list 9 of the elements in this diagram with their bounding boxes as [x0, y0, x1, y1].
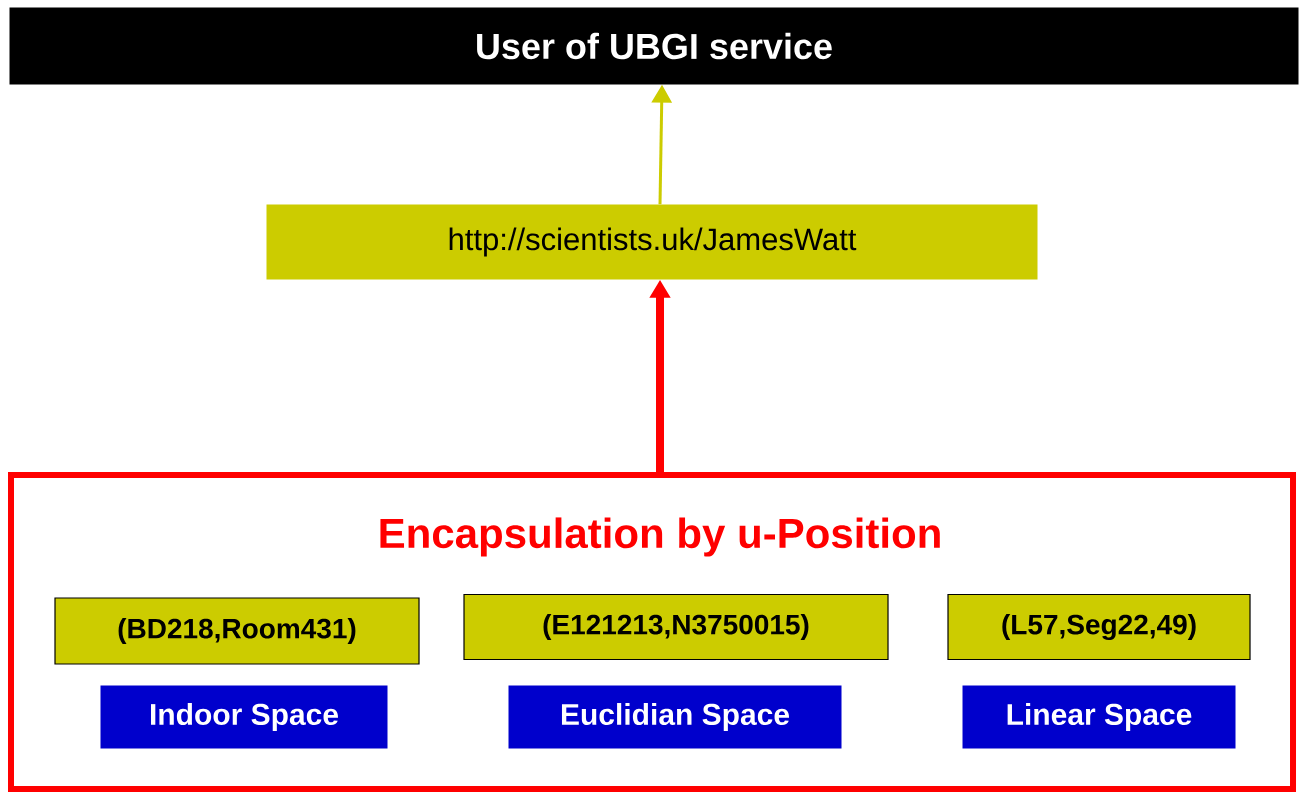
space-label-box: Indoor Space	[100, 685, 388, 749]
coordinate-box: (E121213,N3750015)	[463, 593, 889, 661]
coordinate-box: (BD218,Room431)	[54, 597, 420, 665]
group-heading: Encapsulation by u-Position	[380, 517, 940, 557]
url-box: http://scientists.uk/JamesWatt	[266, 204, 1038, 280]
space-label-box: Linear Space	[962, 685, 1236, 749]
coordinate-box: (L57,Seg22,49)	[947, 593, 1251, 661]
space-label-box: Euclidian Space	[508, 685, 842, 749]
title-band: User of UBGI service	[9, 7, 1299, 85]
